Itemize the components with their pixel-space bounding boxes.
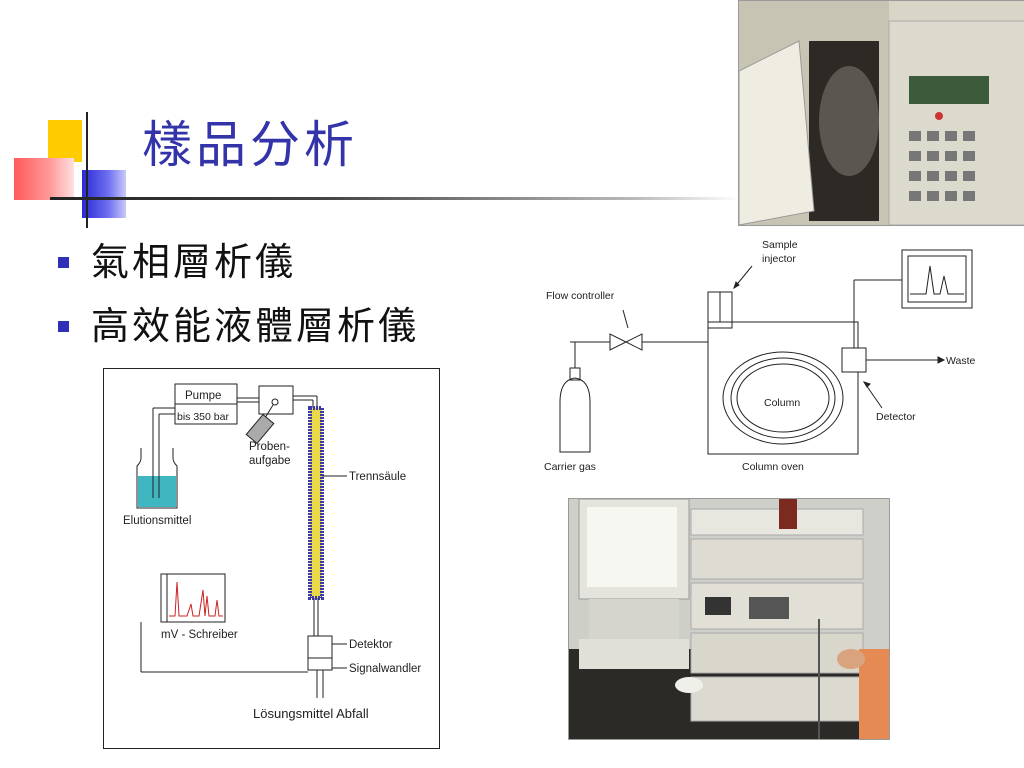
bullet-text: 氣相層析儀 [91,240,297,284]
label-signalwandler: Signalwandler [349,663,421,675]
label-proben: Proben- [249,441,290,453]
label-elutionsmittel: Elutionsmittel [123,515,191,527]
label-schreiber: mV - Schreiber [161,629,238,641]
label-carrier-gas: Carrier gas [544,461,596,473]
label-detektor: Detektor [349,639,393,651]
bullet-item-hplc: 高效能液體層析儀 [58,300,419,352]
bullet-item-gc: 氣相層析儀 [58,236,296,288]
label-flow-controller: Flow controller [546,290,615,302]
label-trennsaeule: Trennsäule [349,471,406,483]
decor-yellow-square [48,120,82,162]
gc-instrument-photo [738,0,1024,226]
label-abfall: Lösungsmittel Abfall [253,706,369,721]
hplc-schematic-diagram: Pumpe bis 350 bar Proben- aufgabe Trenns… [103,368,440,749]
label-column: Column [764,397,800,409]
decor-red-square [14,158,74,200]
hplc-instrument-photo [568,498,890,740]
label-detector: Detector [876,411,916,423]
label-pressure: bis 350 bar [177,411,229,423]
slide-title: 樣品分析 [142,116,358,174]
label-sample: Sample [762,239,798,251]
bullet-text: 高效能液體層析儀 [91,304,420,348]
decor-vertical-line [86,112,88,228]
title-underline [50,197,740,200]
label-column-oven: Column oven [742,461,804,473]
label-waste: Waste [946,355,976,367]
label-pumpe: Pumpe [185,390,221,402]
label-injector: injector [762,253,796,265]
bullet-square-icon [58,320,69,332]
decor-blue-square [82,170,126,218]
bullet-square-icon [58,256,69,268]
label-aufgabe: aufgabe [249,455,291,467]
gc-schematic-diagram: Sample injector Flow controller Waste Co… [544,239,976,473]
